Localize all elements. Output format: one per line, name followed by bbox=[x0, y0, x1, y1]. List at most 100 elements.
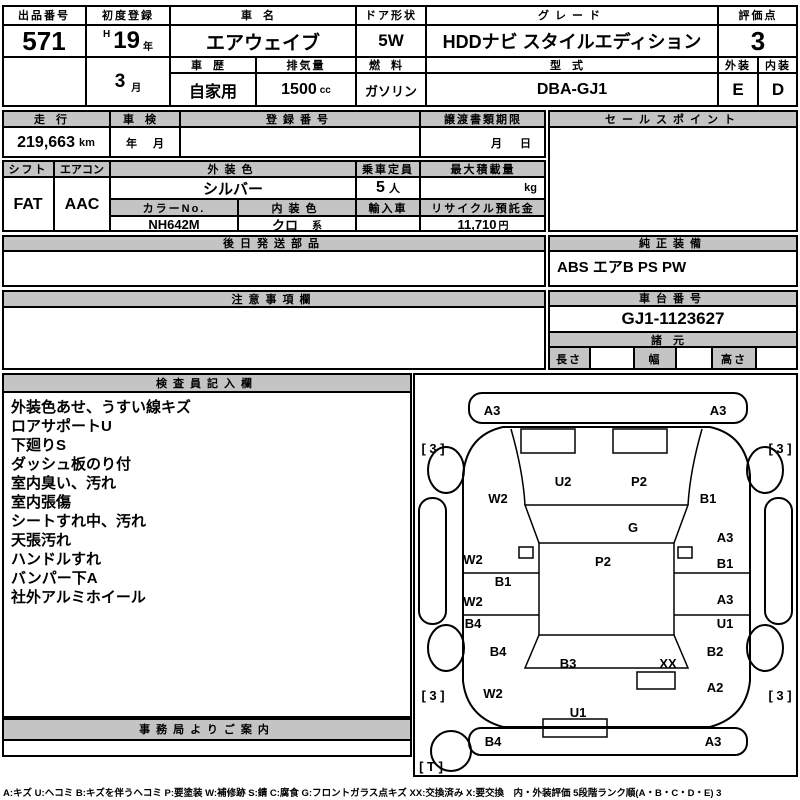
spec-label: 諸元 bbox=[548, 332, 798, 347]
mileage-label: 走行 bbox=[2, 110, 110, 127]
damage-code: B3 bbox=[560, 656, 577, 671]
model-code: DBA-GJ1 bbox=[536, 81, 608, 98]
interior-color-label: 内装色 bbox=[238, 199, 356, 216]
notice-label: 注意事項欄 bbox=[2, 290, 546, 307]
wheel-rear-right bbox=[746, 624, 784, 672]
fuel-type: ガソリン bbox=[364, 83, 417, 99]
interior-color-suffix: 系 bbox=[312, 220, 322, 232]
front-bumper bbox=[468, 392, 748, 424]
recycle-unit: 円 bbox=[498, 220, 509, 232]
damage-code: A2 bbox=[707, 680, 724, 695]
inspector-note: シートすれ中、汚れ bbox=[11, 513, 147, 530]
damage-code: A3 bbox=[484, 403, 501, 418]
shift-value: FAT bbox=[2, 177, 54, 232]
height-value bbox=[756, 347, 798, 370]
exterior-grade-value: E bbox=[718, 73, 758, 107]
damage-code: [ 3 ] bbox=[768, 441, 791, 456]
aircon-label: エアコン bbox=[54, 160, 110, 177]
capacity-label: 乗車定員 bbox=[356, 160, 420, 177]
inspector-note: 社外アルミホイール bbox=[11, 589, 146, 606]
exterior-color-label: 外装色 bbox=[110, 160, 356, 177]
car-name-label: 車名 bbox=[170, 5, 356, 25]
registration-month: 3 bbox=[114, 71, 126, 92]
capacity-unit: 人 bbox=[388, 183, 400, 195]
width-value bbox=[676, 347, 712, 370]
month-unit: 月 bbox=[131, 83, 142, 94]
inspection-value: 年 月 bbox=[110, 127, 180, 158]
door-shape-value: 5W bbox=[356, 25, 426, 57]
inspector-note: ハンドルすれ bbox=[11, 551, 102, 568]
side-sill-right bbox=[764, 497, 793, 625]
spare-tire bbox=[430, 730, 472, 772]
door-shape-label: ドア形状 bbox=[356, 5, 426, 25]
damage-code: B4 bbox=[465, 616, 482, 631]
damage-code: B1 bbox=[717, 556, 734, 571]
damage-code: W2 bbox=[483, 686, 503, 701]
registration-year: 19 bbox=[113, 27, 140, 54]
shift-label: シフト bbox=[2, 160, 54, 177]
exterior-color-value: シルバー bbox=[110, 177, 356, 199]
damage-code: [ T ] bbox=[419, 759, 443, 774]
damage-code: W2 bbox=[488, 491, 508, 506]
car-name: エアウェイブ bbox=[205, 32, 320, 54]
first-registration-month: 3 月 bbox=[86, 57, 170, 107]
damage-code: P2 bbox=[595, 554, 611, 569]
year-unit: 年 bbox=[142, 42, 153, 53]
inspector-note: バンパー下A bbox=[11, 570, 98, 587]
damage-code: A3 bbox=[717, 530, 734, 545]
damage-code: XX bbox=[659, 656, 677, 671]
damage-legend: A:キズ U:ヘコミ B:キズを伴うヘコミ P:要塗装 W:補修跡 S:錆 C:… bbox=[3, 788, 722, 799]
history-label: 車歴 bbox=[170, 57, 256, 73]
damage-code: U2 bbox=[555, 474, 572, 489]
model-code-label: 型式 bbox=[426, 57, 718, 73]
wheel-front-right bbox=[746, 446, 784, 494]
damage-code: B1 bbox=[495, 574, 512, 589]
mirror-left bbox=[518, 546, 534, 559]
damage-code: W2 bbox=[463, 594, 483, 609]
headlight-right bbox=[612, 428, 668, 454]
import-label: 輸入車 bbox=[356, 199, 420, 216]
grade-value: HDDナビ スタイルエディション bbox=[426, 25, 718, 57]
car-name-value: エアウェイブ bbox=[170, 25, 356, 57]
inspector-note: ロアサポートU bbox=[11, 418, 112, 435]
inspector-note: 天張汚れ bbox=[11, 532, 72, 549]
sales-point-value bbox=[548, 127, 798, 232]
interior-color: クロ bbox=[271, 217, 298, 232]
chassis-number-value: GJ1-1123627 bbox=[548, 306, 798, 332]
first-registration-label: 初度登録 bbox=[86, 5, 170, 25]
damage-code: B4 bbox=[485, 734, 502, 749]
notice-value bbox=[2, 307, 546, 370]
transfer-deadline-value: 月 日 bbox=[420, 127, 546, 158]
inspector-note: 室内張傷 bbox=[11, 494, 72, 511]
fender-line-left bbox=[510, 428, 526, 506]
office-body bbox=[2, 740, 412, 757]
oem-equipment: ABS エアB PS PW bbox=[557, 259, 687, 276]
recycle-fee: 11,710 bbox=[457, 216, 497, 232]
sales-point-label: セールスポイント bbox=[548, 110, 798, 127]
recycle-deposit-label: リサイクル預託金 bbox=[420, 199, 546, 216]
mirror-right bbox=[677, 546, 693, 559]
lot-number-value: 571 bbox=[2, 25, 86, 57]
exterior-grade-label: 外装 bbox=[718, 57, 758, 73]
windshield bbox=[523, 504, 690, 544]
inspection-month-unit: 月 bbox=[153, 137, 164, 150]
shift-type: FAT bbox=[13, 195, 43, 213]
chassis-number-label: 車台番号 bbox=[548, 290, 798, 306]
fender-line-right bbox=[687, 428, 703, 506]
inspection-label: 車検 bbox=[110, 110, 180, 127]
color-no-value: NH642M bbox=[110, 216, 238, 232]
damage-code: P2 bbox=[631, 474, 647, 489]
color-no: NH642M bbox=[148, 216, 200, 232]
payload-label: 最大積載量 bbox=[420, 160, 546, 177]
car-outline bbox=[418, 392, 793, 772]
oem-equipment-value: ABS エアB PS PW bbox=[548, 251, 798, 287]
damage-code: [ 3 ] bbox=[421, 688, 444, 703]
payload-unit: kg bbox=[524, 182, 537, 194]
recycle-deposit-value: 11,710 円 bbox=[420, 216, 546, 232]
mileage-value: 219,663 km bbox=[2, 127, 110, 158]
registration-number-value bbox=[180, 127, 420, 158]
displacement-unit: cc bbox=[319, 84, 331, 96]
